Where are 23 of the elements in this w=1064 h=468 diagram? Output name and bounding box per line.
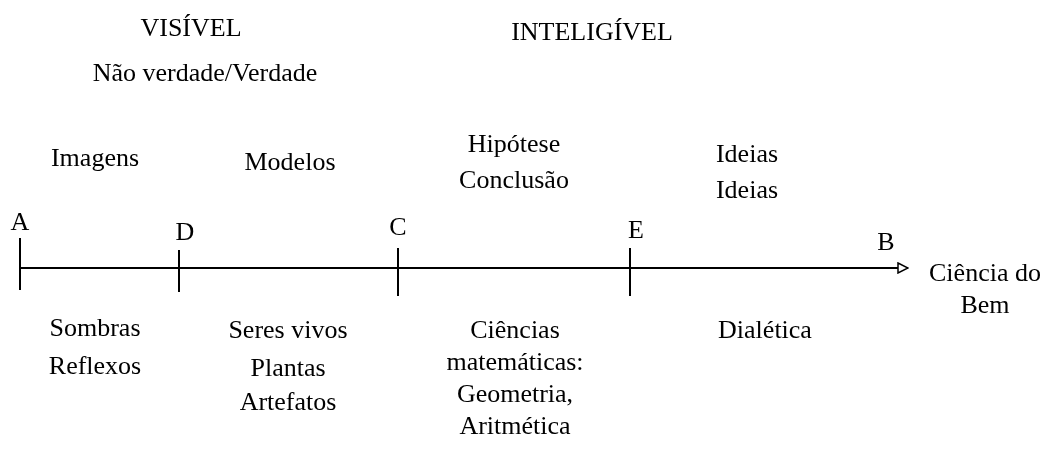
text-label: Não verdade/Verdade bbox=[92, 57, 318, 89]
arrow bbox=[19, 237, 909, 274]
text-label: Ideias bbox=[715, 138, 779, 170]
text-label: B bbox=[877, 226, 895, 258]
text-label: Ciências matemáticas: Geometria, Aritmética bbox=[445, 314, 585, 442]
text-label: E bbox=[628, 214, 644, 246]
text-label: C bbox=[389, 211, 407, 243]
text-label: INTELIGÍVEL bbox=[511, 16, 673, 48]
text-label: Ideias bbox=[715, 174, 779, 206]
point-label: A bbox=[8, 206, 32, 238]
text-label: Modelos bbox=[244, 146, 336, 178]
text-label: Sombras bbox=[49, 312, 141, 344]
text-label: Artefatos bbox=[239, 386, 337, 418]
text-label: VISÍVEL bbox=[140, 12, 242, 44]
text-label: Conclusão bbox=[459, 164, 569, 196]
point-label: Ciência do Bem bbox=[910, 257, 1060, 321]
text-label: Hipótese bbox=[467, 128, 561, 160]
text-label: Imagens bbox=[50, 142, 140, 174]
text-label: Dialética bbox=[718, 314, 812, 346]
text-label: Seres vivos bbox=[228, 314, 348, 346]
text-label: D bbox=[175, 216, 195, 248]
text-label: Reflexos bbox=[48, 350, 142, 382]
text-label: Plantas bbox=[250, 352, 326, 384]
